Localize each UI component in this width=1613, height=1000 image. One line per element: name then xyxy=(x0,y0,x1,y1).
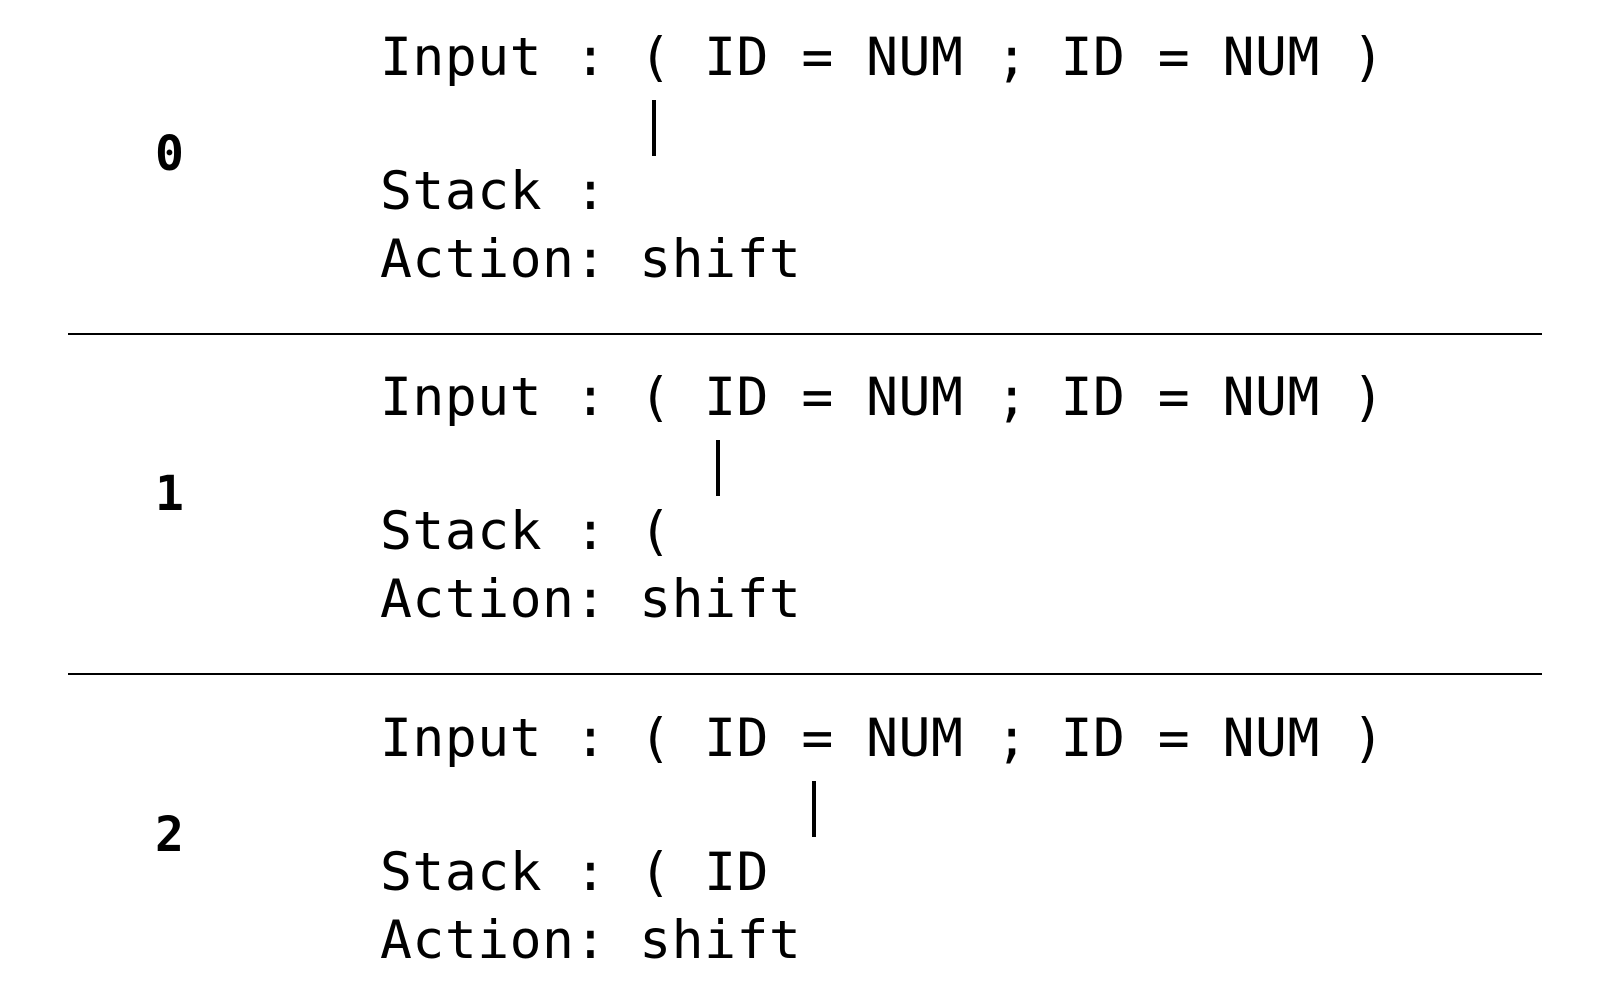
stack-line: Stack : ( ID xyxy=(380,842,769,903)
step-divider xyxy=(68,673,1542,675)
parse-step-2: 2 Input : ( ID = NUM ; ID = NUM ) Stack … xyxy=(0,681,1613,1000)
stack-line: Stack : xyxy=(380,161,640,222)
step-number: 1 xyxy=(155,466,184,522)
input-line: Input : ( ID = NUM ; ID = NUM ) xyxy=(380,367,1385,428)
parse-step-0: 0 Input : ( ID = NUM ; ID = NUM ) Stack … xyxy=(0,0,1613,340)
input-pointer xyxy=(812,781,816,837)
input-pointer xyxy=(716,440,720,496)
step-number: 0 xyxy=(155,126,184,182)
parse-step-1: 1 Input : ( ID = NUM ; ID = NUM ) Stack … xyxy=(0,340,1613,680)
input-line: Input : ( ID = NUM ; ID = NUM ) xyxy=(380,708,1385,769)
input-pointer xyxy=(652,100,656,156)
input-line: Input : ( ID = NUM ; ID = NUM ) xyxy=(380,27,1385,88)
step-number: 2 xyxy=(155,807,184,863)
action-line: Action: shift xyxy=(380,229,802,290)
stack-line: Stack : ( xyxy=(380,501,672,562)
action-line: Action: shift xyxy=(380,910,802,971)
action-line: Action: shift xyxy=(380,569,802,630)
step-divider xyxy=(68,333,1542,335)
